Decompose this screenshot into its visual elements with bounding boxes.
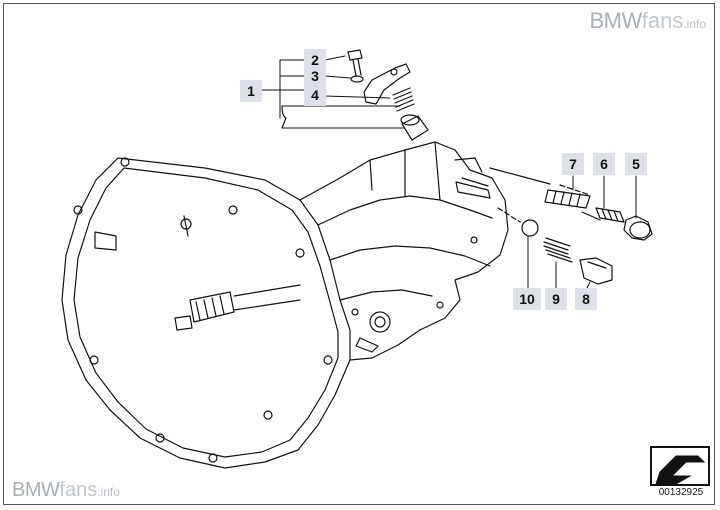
part-bolt [347,49,363,77]
diagram-frame [3,3,715,505]
part-ball [521,219,539,237]
watermark-brand: BMW [589,8,642,33]
gearbox-case [299,141,509,361]
watermark-top: BMWfans.info [589,8,706,34]
part-spring-top [392,87,415,112]
watermark-bottom: BMWfans.info [12,479,120,502]
sleeve-bracket-cap [281,105,287,129]
callout-5: 5 [625,153,647,175]
part-spring-right [595,207,625,223]
part-screw-plug [579,257,613,285]
callout-9: 9 [545,288,567,310]
callout-6: 6 [593,153,615,175]
diagram-badge [650,446,710,486]
watermark-domain-bottom: .info [97,485,120,499]
diagram-code: 00132925 [658,487,704,498]
part-plug [623,215,653,241]
watermark-domain: .info [683,17,706,31]
callout-7: 7 [562,153,584,175]
part-sleeve [400,114,429,141]
part-washer [350,75,364,83]
watermark-site-bottom: fans [59,479,98,501]
callout-3: 3 [304,65,326,87]
shift-linkage [455,167,601,223]
callout-8: 8 [575,288,597,310]
callout-4: 4 [304,84,326,106]
part-pin [544,189,591,209]
callout-10: 10 [513,288,541,310]
callout-1: 1 [240,80,262,102]
watermark-site: fans [641,8,684,33]
bell-housing [61,157,351,469]
watermark-brand-bottom: BMW [12,479,60,501]
callout-leaders [259,55,637,291]
part-spring-lower [543,237,573,263]
part-bracket [363,63,411,105]
